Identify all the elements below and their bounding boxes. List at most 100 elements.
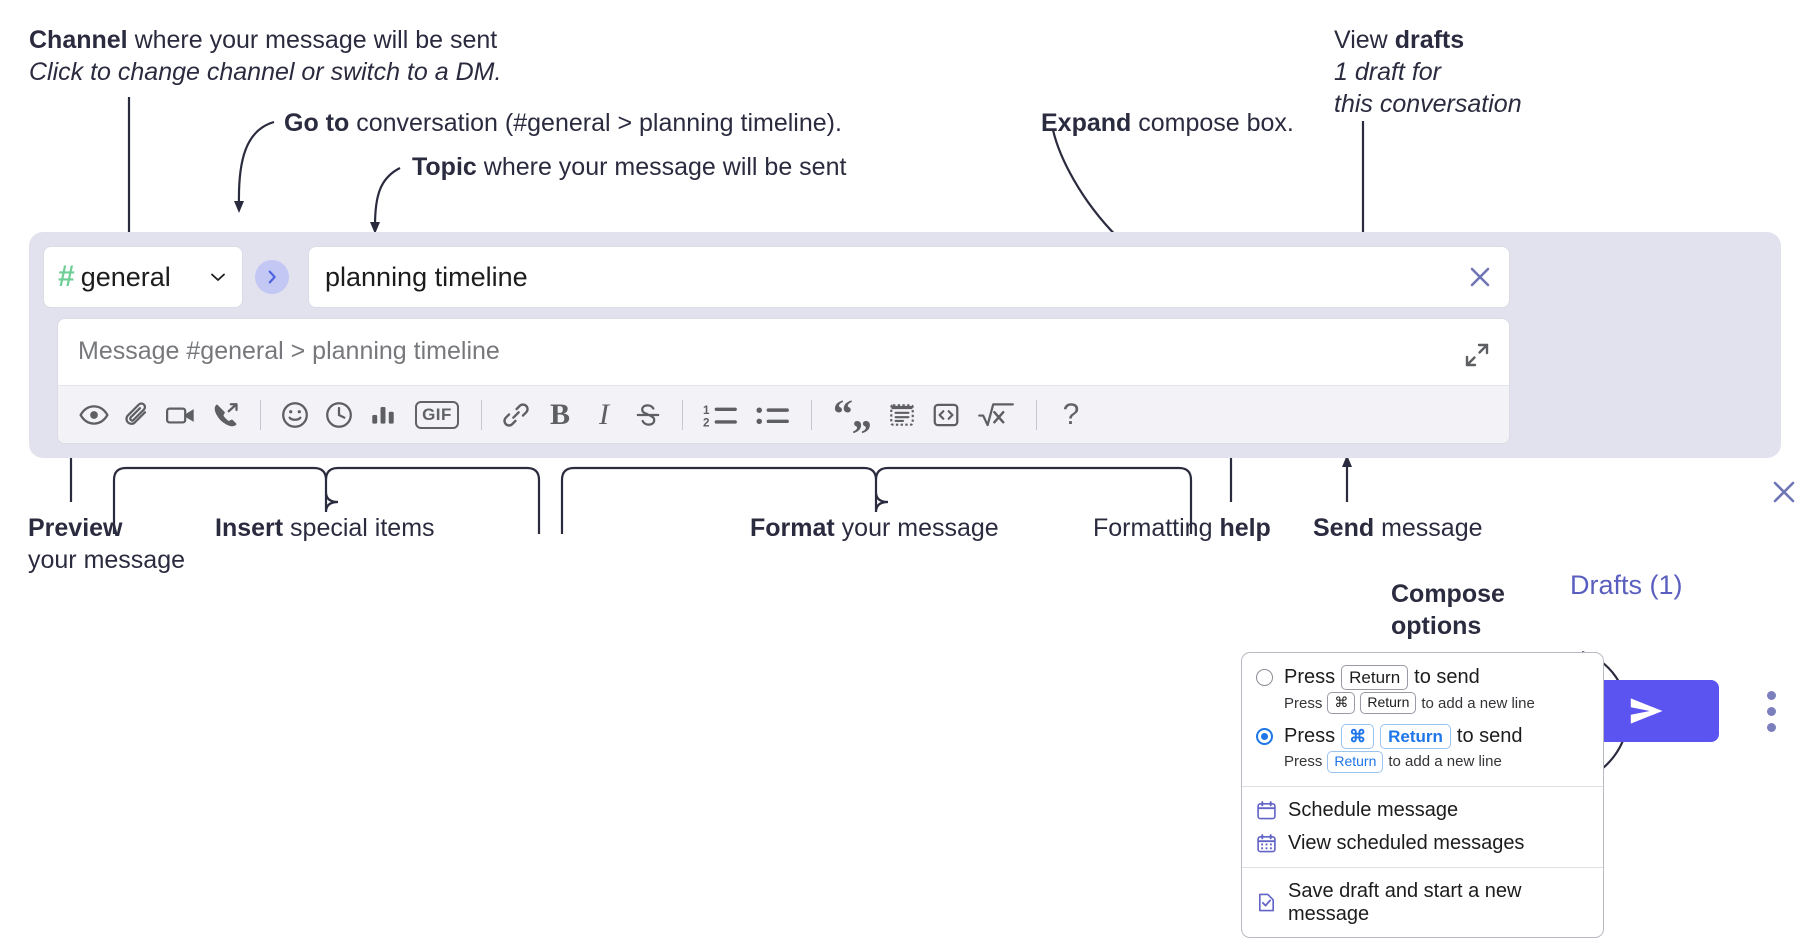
toolbar-separator-5 xyxy=(1036,399,1037,430)
annotation-send: Send message xyxy=(1313,512,1483,544)
menu-item-label: View scheduled messages xyxy=(1288,831,1525,854)
send-paper-plane-icon xyxy=(1630,698,1663,724)
message-placeholder: Message #general > planning timeline xyxy=(78,337,500,365)
menu-option-cmd-return-to-send[interactable]: Press ⌘ Return to send xyxy=(1242,720,1603,750)
annotation-goto: Go to conversation (#general > planning … xyxy=(284,107,842,139)
format-inline-code-button[interactable] xyxy=(924,393,968,437)
quote-icon: “„ xyxy=(833,391,872,437)
insert-reminder-button[interactable] xyxy=(317,393,361,437)
goto-conversation-button[interactable] xyxy=(255,260,289,294)
annotation-insert-bold: Insert xyxy=(215,514,284,542)
formatting-toolbar: GIF B I xyxy=(58,385,1509,443)
key-return-sub: Return xyxy=(1360,692,1417,714)
expand-icon[interactable] xyxy=(1463,341,1491,369)
radio-unselected-icon[interactable] xyxy=(1256,669,1273,687)
format-bold-button[interactable]: B xyxy=(538,393,582,437)
annotation-preview-line2: your message xyxy=(28,546,186,574)
menu-option-return-to-send[interactable]: Press Return to send xyxy=(1242,661,1603,691)
message-input-box[interactable]: Message #general > planning timeline xyxy=(57,318,1510,444)
format-bulleted-list-button[interactable] xyxy=(747,393,799,437)
menu-press-word-2: Press xyxy=(1284,724,1336,747)
svg-text:1: 1 xyxy=(703,403,710,416)
annotation-drafts-sub2: this conversation xyxy=(1334,90,1522,118)
annotation-drafts: View drafts 1 draft for this conversatio… xyxy=(1334,24,1522,120)
insert-gif-button[interactable]: GIF xyxy=(405,393,469,437)
channel-topic-row: # general planning timeline xyxy=(43,246,1510,308)
format-blockquote-button[interactable]: “„ xyxy=(824,393,880,437)
format-strikethrough-button[interactable] xyxy=(626,393,670,437)
annotation-channel-rest: where your message will be sent xyxy=(127,26,498,54)
formatting-help-button[interactable]: ? xyxy=(1049,393,1093,437)
menu-sub-suffix: to add a new line xyxy=(1421,694,1535,712)
record-audio-clip-button[interactable] xyxy=(204,393,248,437)
code-block-icon xyxy=(890,403,914,426)
italic-icon: I xyxy=(599,397,609,431)
annotation-expand-rest: compose box. xyxy=(1131,109,1294,137)
format-link-button[interactable] xyxy=(494,393,538,437)
ordered-list-icon: 1 2 xyxy=(703,403,737,429)
menu-sub-press-word: Press xyxy=(1284,694,1323,712)
annotation-help-pre: Formatting xyxy=(1093,514,1220,542)
annotation-help: Formatting help xyxy=(1093,512,1271,544)
annotation-send-bold: Send xyxy=(1313,514,1375,542)
compose-options-menu: Press Return to send Press ⌘ Return to a… xyxy=(1241,652,1604,938)
annotation-format-bold: Format xyxy=(750,514,835,542)
annotation-preview-bold: Preview xyxy=(28,514,123,542)
close-icon[interactable] xyxy=(1465,262,1495,292)
menu-option-cmd-return-label: Press ⌘ Return to send xyxy=(1284,723,1523,749)
annotation-preview: Preview your message xyxy=(28,512,185,576)
bulleted-list-icon xyxy=(756,406,789,424)
key-return-sub-2: Return xyxy=(1327,751,1384,773)
annotation-channel: Channel where your message will be sent … xyxy=(29,24,501,88)
format-italic-button[interactable]: I xyxy=(582,393,626,437)
insert-poll-button[interactable] xyxy=(361,393,405,437)
toolbar-separator-2 xyxy=(481,399,482,430)
annotation-topic: Topic where your message will be sent xyxy=(412,151,846,183)
annotation-drafts-bold: drafts xyxy=(1394,26,1465,54)
chevron-right-icon xyxy=(268,270,276,284)
annotation-goto-bold: Go to xyxy=(284,109,350,137)
record-video-clip-button[interactable] xyxy=(160,393,204,437)
question-mark-icon: ? xyxy=(1062,397,1080,431)
drafts-link[interactable]: Drafts (1) xyxy=(1570,570,1683,600)
key-command: ⌘ xyxy=(1327,692,1356,714)
compose-options-button[interactable] xyxy=(1759,686,1783,736)
preview-message-button[interactable] xyxy=(72,393,116,437)
channel-name-label: general xyxy=(80,261,171,292)
more-options-dot-1 xyxy=(1766,690,1776,700)
menu-item-schedule-message[interactable]: Schedule message xyxy=(1242,794,1603,827)
annotation-channel-sub: Click to change channel or switch to a D… xyxy=(29,58,502,86)
menu-item-label: Schedule message xyxy=(1288,798,1459,821)
menu-item-view-scheduled-messages[interactable]: View scheduled messages xyxy=(1242,827,1603,860)
attach-file-button[interactable] xyxy=(116,393,160,437)
paperclip-icon xyxy=(125,401,147,425)
annotation-expand: Expand compose box. xyxy=(1041,107,1294,139)
menu-tosend-word: to send xyxy=(1414,666,1480,689)
format-code-block-button[interactable] xyxy=(880,393,924,437)
format-ordered-list-button[interactable]: 1 2 xyxy=(695,393,747,437)
annotation-drafts-pre: View xyxy=(1334,26,1395,54)
close-compose-button[interactable] xyxy=(1767,475,1801,509)
bold-icon: B xyxy=(549,397,570,431)
chevron-down-icon xyxy=(208,267,228,287)
radio-selected-icon[interactable] xyxy=(1256,727,1273,745)
annotation-insert-rest: special items xyxy=(283,514,435,542)
menu-option-cmd-return-subtext: Press Return to add a new line xyxy=(1242,750,1603,779)
menu-option-return-subtext: Press ⌘ Return to add a new line xyxy=(1242,691,1603,720)
annotation-goto-rest: conversation (#general > planning timeli… xyxy=(349,109,842,137)
calendar-grid-icon xyxy=(1257,833,1276,852)
topic-input[interactable]: planning timeline xyxy=(308,246,1510,308)
menu-item-save-draft[interactable]: Save draft and start a new message xyxy=(1242,875,1603,931)
format-math-button[interactable] xyxy=(968,393,1024,437)
save-draft-icon xyxy=(1259,893,1274,912)
annotation-insert: Insert special items xyxy=(215,512,435,544)
annotation-topic-rest: where your message will be sent xyxy=(476,153,847,181)
more-options-dot-2 xyxy=(1766,706,1776,716)
gif-icon: GIF xyxy=(415,400,459,429)
key-return-2: Return xyxy=(1380,723,1451,749)
annotation-compose-bold2: options xyxy=(1391,612,1482,640)
annotation-format: Format your message xyxy=(750,512,999,544)
insert-emoji-button[interactable] xyxy=(273,393,317,437)
clock-icon xyxy=(326,401,352,428)
channel-selector[interactable]: # general xyxy=(43,246,243,308)
